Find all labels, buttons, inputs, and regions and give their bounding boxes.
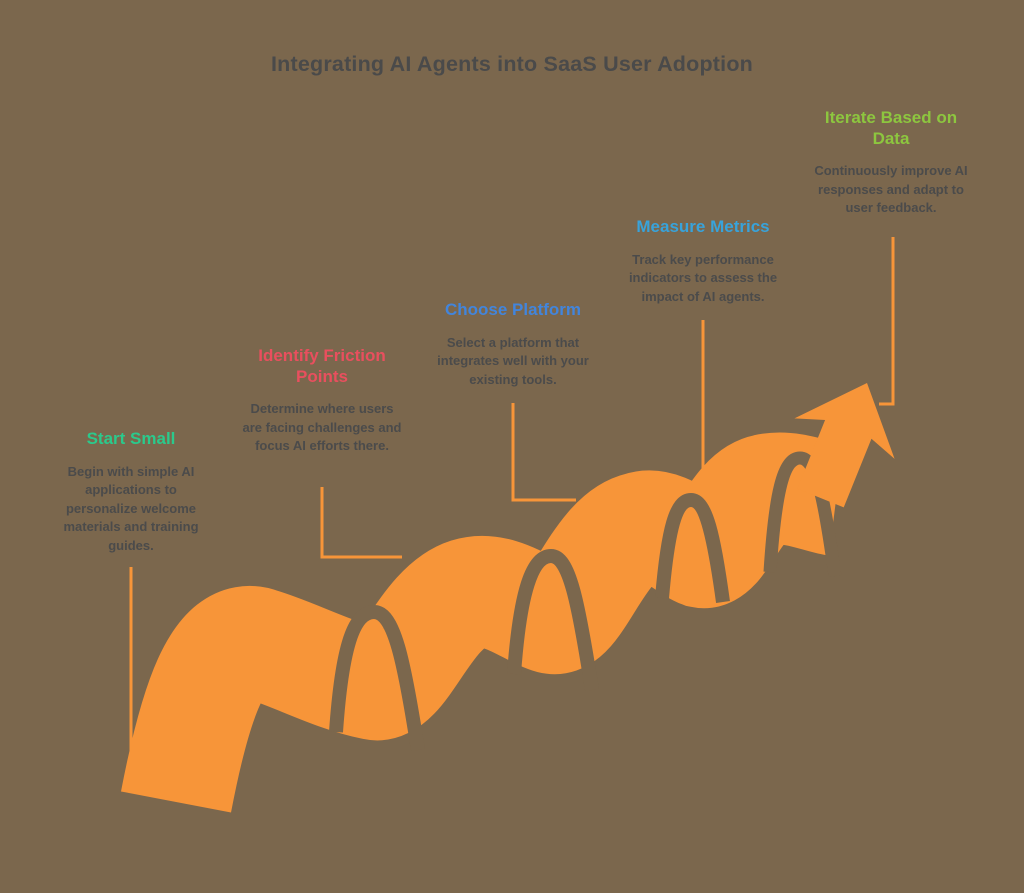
step-description: Determine where users are facing challen… [242, 401, 402, 454]
step-heading: Start Small [86, 429, 176, 448]
step-description: Track key performance indicators to asse… [628, 251, 778, 304]
connector-line-iterate-data [879, 237, 895, 406]
step-choose-platform: Choose Platform Select a platform that i… [418, 300, 608, 389]
step-heading: Measure Metrics [636, 217, 770, 236]
step-description: Begin with simple AI applications to per… [63, 463, 199, 553]
step-heading: Identify Friction Points [258, 346, 386, 386]
step-iterate-based-on-data: Iterate Based on Data Continuously impro… [796, 108, 986, 218]
step-heading: Iterate Based on Data [824, 108, 958, 148]
step-start-small: Start Small Begin with simple AI applica… [36, 429, 226, 555]
ribbon-fold-loop-1 [329, 604, 425, 752]
step-description: Select a platform that integrates well w… [437, 334, 589, 387]
step-measure-metrics: Measure Metrics Track key performance in… [608, 217, 798, 306]
connector-line-choose-platform [511, 403, 576, 502]
step-heading: Choose Platform [444, 300, 582, 319]
page-title: Integrating AI Agents into SaaS User Ado… [270, 52, 754, 76]
step-identify-friction-points: Identify Friction Points Determine where… [232, 346, 412, 456]
step-description: Continuously improve AI responses and ad… [814, 163, 968, 216]
ribbon-wave [121, 432, 847, 813]
arrow-head-icon [794, 383, 895, 508]
connector-line-identify-friction [320, 487, 402, 559]
ribbon-fold-loop-4 [763, 451, 842, 577]
ribbon-fold-loop-3 [655, 492, 730, 603]
ribbon-fold-loop-2 [507, 548, 599, 692]
